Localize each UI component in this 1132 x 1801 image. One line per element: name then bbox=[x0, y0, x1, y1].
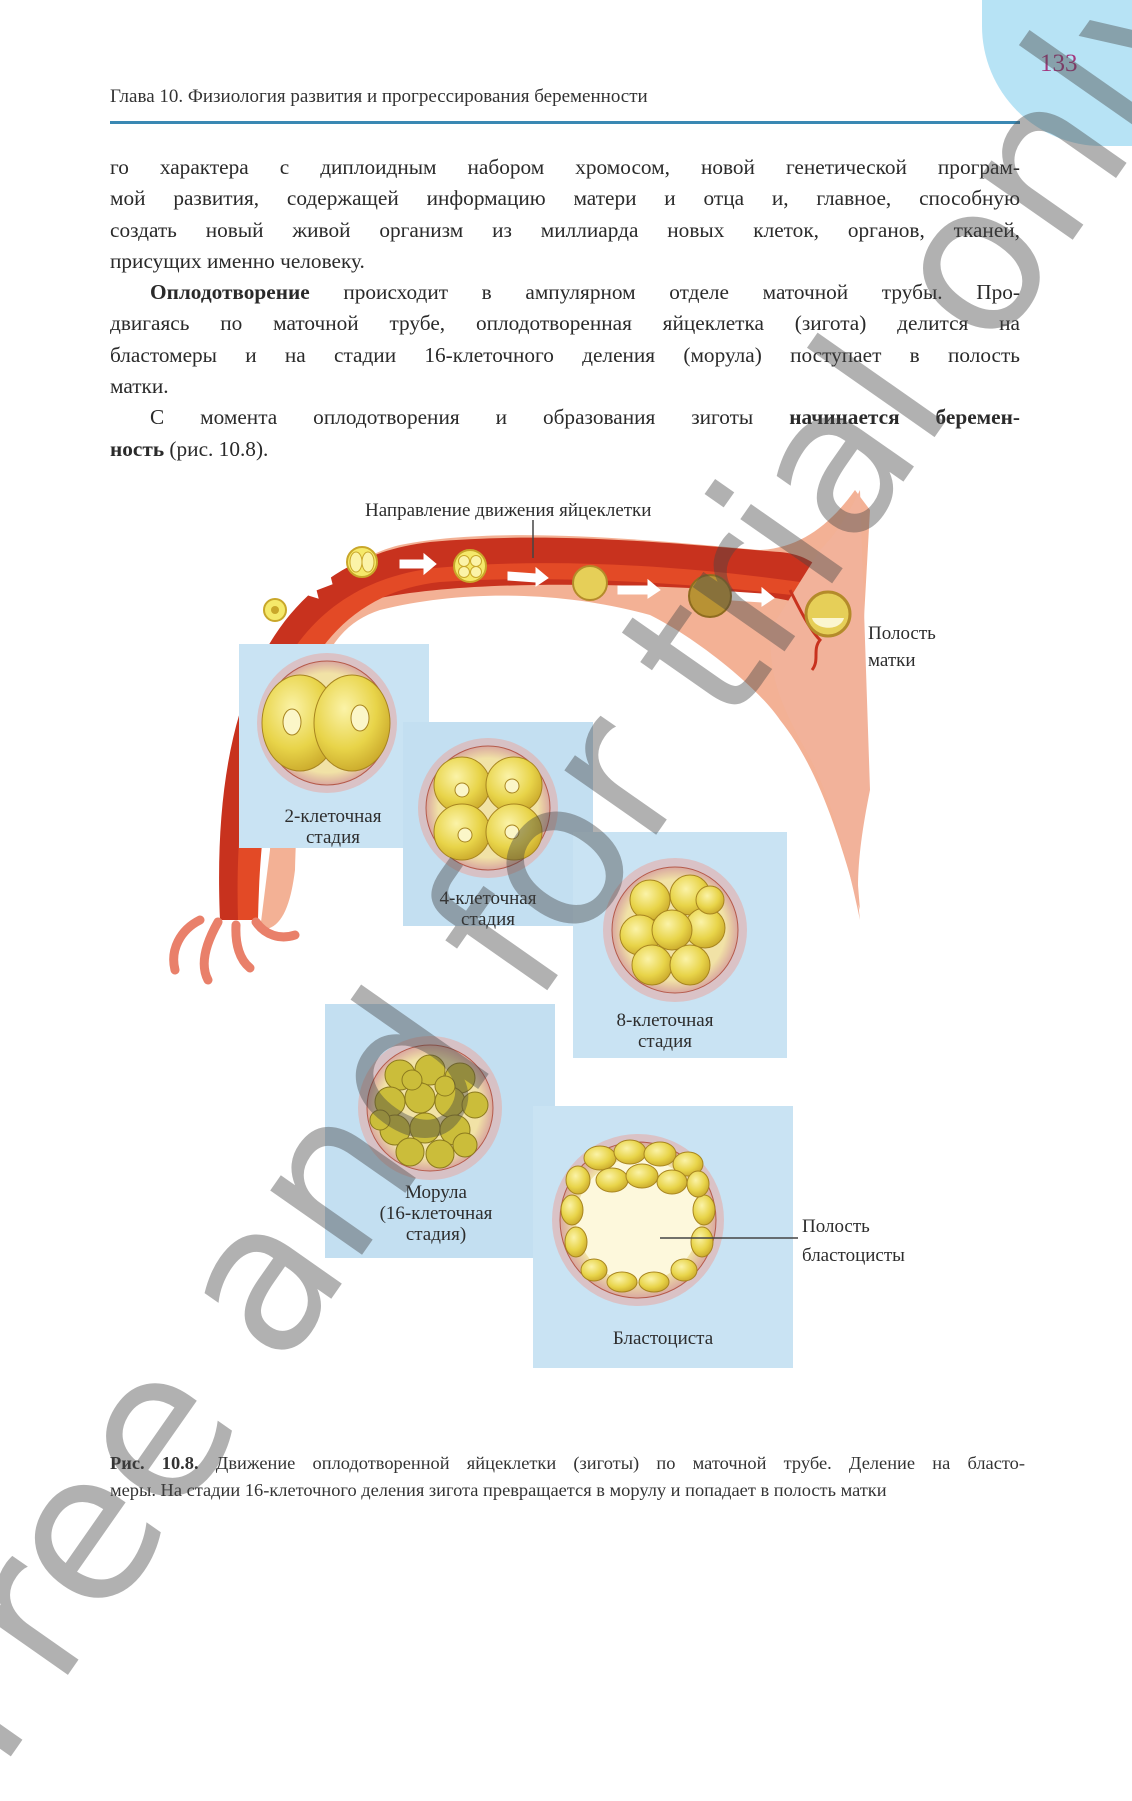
label-stage-2: 2-клеточная стадия bbox=[258, 806, 408, 848]
label-line: Полость bbox=[802, 1216, 870, 1237]
embryo-blastocyst bbox=[552, 1134, 724, 1306]
header-rule bbox=[110, 121, 1020, 124]
label-line: 4-клеточная bbox=[439, 888, 537, 909]
embryo-2-cell bbox=[257, 653, 397, 793]
text-line: присущих именно человеку. bbox=[110, 248, 365, 273]
label-line: 8-клеточная bbox=[616, 1010, 714, 1031]
label-line: матки bbox=[868, 650, 916, 671]
text-run: происходит в ампулярном отделе маточной … bbox=[309, 280, 1020, 305]
paragraph-2: Оплодотворение происходит в ампулярном о… bbox=[110, 277, 1020, 402]
term-fertilization: Оплодотворение bbox=[150, 280, 310, 305]
embryo-8-cell bbox=[603, 858, 747, 1002]
text-line: ность (рис. 10.8). bbox=[110, 434, 1020, 465]
page-number: 133 bbox=[1040, 50, 1078, 77]
label-direction: Направление движения яйцеклетки bbox=[365, 500, 652, 521]
label-line: Полость bbox=[868, 623, 936, 644]
text-line: создать новый живой организм из миллиард… bbox=[110, 217, 1020, 242]
body-text: го характера с диплоидным набором хромос… bbox=[110, 152, 1020, 465]
text-line: мой развития, содержащей информацию мате… bbox=[110, 186, 1020, 211]
label-line: бластоцисты bbox=[802, 1245, 905, 1266]
caption-line: Рис. 10.8. Движение оплодотворенной яйце… bbox=[110, 1450, 1025, 1477]
caption-prefix: Рис. 10.8. bbox=[110, 1453, 199, 1473]
label-line: стадия bbox=[306, 827, 360, 848]
label-morula: Морула (16-клеточная стадия) bbox=[356, 1182, 516, 1245]
text-run: Движение оплодотворенной яйцеклетки (зиг… bbox=[198, 1453, 1025, 1473]
text-line: двигаясь по маточной трубе, оплодотворен… bbox=[110, 311, 1020, 336]
cells-in-tube bbox=[263, 546, 852, 638]
embryo-morula bbox=[358, 1036, 502, 1180]
paragraph-1: го характера с диплоидным набором хромос… bbox=[110, 152, 1020, 277]
paragraph-3: С момента оплодотворения и образования з… bbox=[110, 402, 1020, 465]
label-line: стадия bbox=[461, 909, 515, 930]
text-line: С момента оплодотворения и образования з… bbox=[110, 402, 1020, 433]
figure-10-8: Направление движения яйцеклетки Полость … bbox=[0, 490, 1132, 1410]
label-uterine-cavity: Полость матки bbox=[868, 620, 936, 674]
running-title: Глава 10. Физиология развития и прогресс… bbox=[110, 86, 648, 107]
label-stage-4: 4-клеточная стадия bbox=[413, 888, 563, 930]
text-run: С момента оплодотворения и образования з… bbox=[150, 405, 790, 430]
term-pregnancy-end: ность bbox=[110, 436, 165, 461]
label-line: 2-клеточная bbox=[284, 806, 382, 827]
text-line: Оплодотворение происходит в ампулярном о… bbox=[110, 277, 1020, 308]
label-line: стадия) bbox=[405, 1224, 467, 1245]
label-line: стадия bbox=[638, 1031, 692, 1052]
figure-caption: Рис. 10.8. Движение оплодотворенной яйце… bbox=[110, 1450, 1025, 1504]
label-stage-8: 8-клеточная стадия bbox=[590, 1010, 740, 1052]
text-line: го характера с диплоидным набором хромос… bbox=[110, 155, 1020, 179]
text-line: матки. bbox=[110, 374, 169, 399]
embryo-4-cell bbox=[418, 738, 558, 878]
label-blastocyst-cavity: Полость бластоцисты bbox=[802, 1212, 905, 1270]
text-run: (рис. 10.8). bbox=[164, 436, 269, 461]
label-line: (16-клеточная bbox=[379, 1203, 493, 1224]
caption-line: меры. На стадии 16-клеточного деления зи… bbox=[110, 1480, 887, 1500]
direction-arrows bbox=[290, 552, 775, 607]
label-line: Морула bbox=[405, 1182, 467, 1203]
text-line: бластомеры и на стадии 16-клеточного дел… bbox=[110, 342, 1020, 367]
label-blastocyst: Бластоциста bbox=[612, 1328, 714, 1349]
term-pregnancy: начинается беремен- bbox=[789, 405, 1020, 430]
figure-illustration bbox=[169, 490, 870, 1368]
